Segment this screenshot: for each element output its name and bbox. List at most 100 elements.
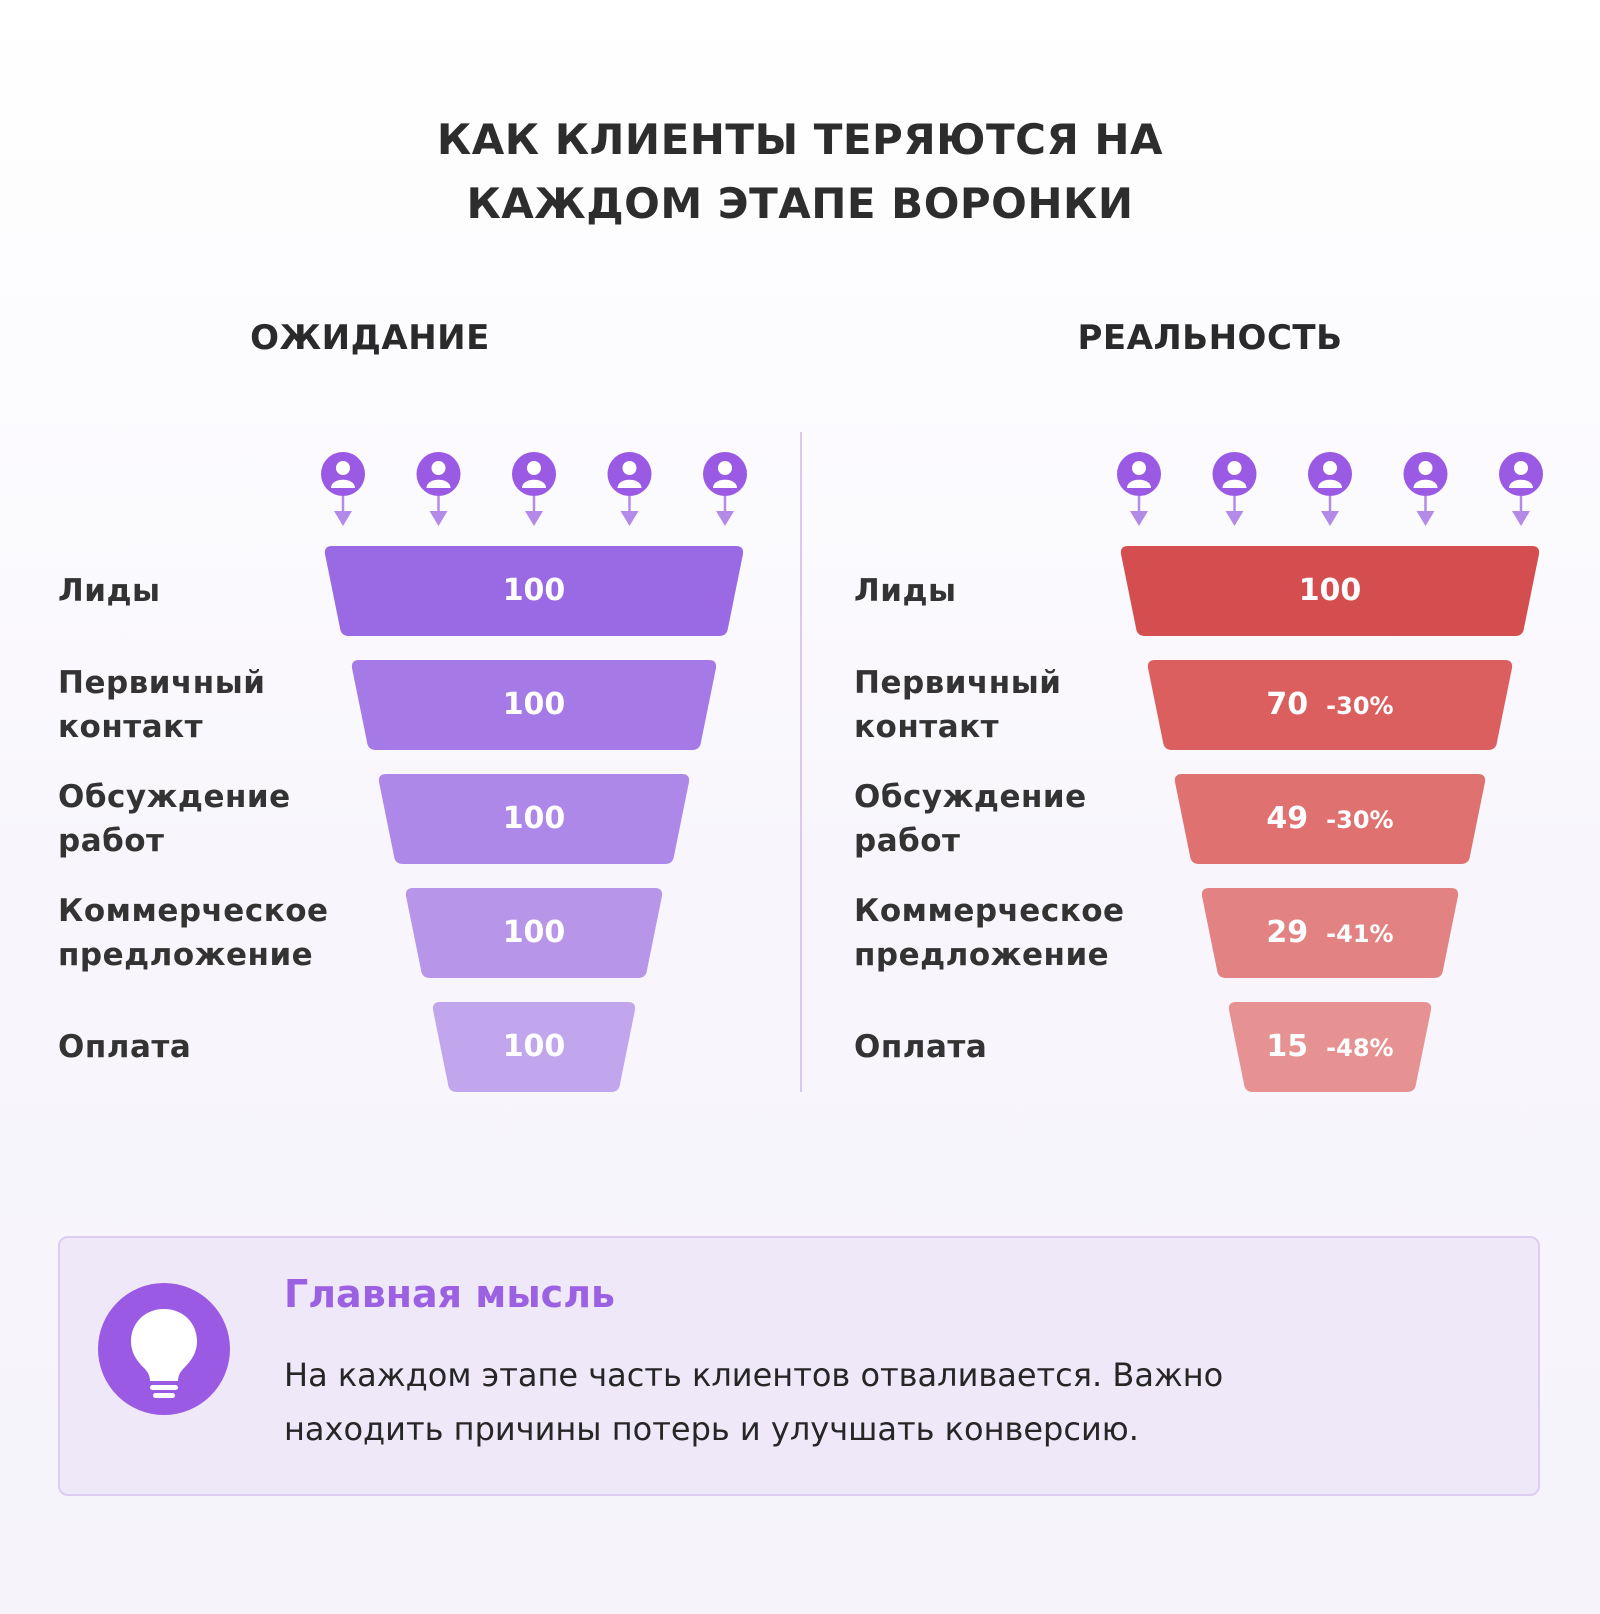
reality-stage-change: -41% bbox=[1326, 920, 1394, 948]
expectation-user-arrow-head bbox=[334, 511, 352, 526]
reality-stage-change: -30% bbox=[1326, 692, 1394, 720]
reality-funnel-bar bbox=[1201, 888, 1459, 978]
expectation-stage-label: Обсуждение работ bbox=[58, 775, 291, 863]
expectation-stage-label: Коммерческое предложение bbox=[58, 889, 329, 977]
reality-user-icon-head bbox=[1132, 461, 1146, 475]
reality-funnel-bar bbox=[1147, 660, 1513, 750]
expectation-user-icon-body bbox=[522, 479, 546, 488]
reality-user-icon-head bbox=[1323, 461, 1337, 475]
expectation-user-icon-head bbox=[527, 461, 541, 475]
reality-stage-value: 29 bbox=[1266, 915, 1309, 950]
reality-stage-label-line: Лиды bbox=[854, 573, 957, 609]
reality-funnel-bar bbox=[1228, 1002, 1432, 1092]
reality-user-icon-head bbox=[1514, 461, 1528, 475]
reality-stage-label-line: Коммерческое bbox=[854, 893, 1125, 929]
page-title-line-1: КАК КЛИЕНТЫ ТЕРЯЮТСЯ НА bbox=[436, 115, 1164, 164]
reality-user-icon-body bbox=[1127, 479, 1151, 488]
reality-stage-label: Первичный контакт bbox=[854, 661, 1061, 749]
insight-title: Главная мысль bbox=[284, 1272, 616, 1316]
expectation-user-icon-head bbox=[431, 461, 446, 475]
expectation-heading: ОЖИДАНИЕ bbox=[250, 318, 490, 358]
expectation-stage-label-line: Лиды bbox=[58, 573, 161, 609]
reality-user-arrow-head bbox=[1321, 511, 1339, 526]
reality-user-icon-body bbox=[1318, 479, 1342, 488]
page-title: КАК КЛИЕНТЫ ТЕРЯЮТСЯ НА КАЖДОМ ЭТАПЕ ВОР… bbox=[0, 108, 1600, 236]
reality-stage-label-line: предложение bbox=[854, 937, 1110, 973]
expectation-stage-label: Лиды bbox=[58, 569, 161, 613]
insight-text-line-1: На каждом этапе часть клиентов отваливае… bbox=[284, 1356, 1224, 1394]
reality-funnel-value: 15 -48% bbox=[1180, 1027, 1480, 1068]
expectation-funnel-value: 100 bbox=[384, 1027, 684, 1067]
expectation-stage-label-line: предложение bbox=[58, 937, 314, 973]
insight-text-line-2: находить причины потерь и улучшать конве… bbox=[284, 1410, 1139, 1448]
expectation-user-icon-head bbox=[336, 461, 350, 475]
reality-stage-label-line: Оплата bbox=[854, 1029, 988, 1065]
expectation-stage-label-line: контакт bbox=[58, 709, 204, 745]
expectation-user-arrow-head bbox=[429, 511, 448, 526]
reality-user-arrow-head bbox=[1130, 511, 1148, 526]
lightbulb-icon bbox=[98, 1283, 230, 1415]
reality-user-icon-body bbox=[1413, 479, 1438, 488]
expectation-user-icon-body bbox=[617, 479, 642, 488]
insight-box: Главная мысль На каждом этапе часть клие… bbox=[58, 1236, 1540, 1496]
expectation-user-icon-body bbox=[426, 479, 451, 488]
expectation-user-arrow-head bbox=[525, 511, 543, 526]
reality-stage-label-line: контакт bbox=[854, 709, 1000, 745]
expectation-stage-label-line: Обсуждение bbox=[58, 779, 291, 815]
reality-user-arrow-head bbox=[1416, 511, 1435, 526]
column-divider bbox=[800, 432, 802, 1092]
reality-stage-value: 70 bbox=[1266, 687, 1309, 722]
reality-stage-label-line: Первичный bbox=[854, 665, 1062, 701]
expectation-stage-label-line: работ bbox=[58, 823, 165, 859]
reality-user-arrow-head bbox=[1225, 511, 1244, 526]
reality-stage-value: 49 bbox=[1266, 801, 1309, 836]
expectation-funnel-bar bbox=[351, 660, 717, 750]
reality-funnel-value: 29 -41% bbox=[1180, 913, 1480, 954]
expectation-stage-value: 100 bbox=[502, 915, 566, 950]
page-title-line-2: КАЖДОМ ЭТАПЕ ВОРОНКИ bbox=[466, 179, 1134, 228]
reality-user-icon-head bbox=[1227, 461, 1242, 475]
expectation-funnel-value: 100 bbox=[384, 571, 684, 611]
reality-stage-label: Обсуждение работ bbox=[854, 775, 1087, 863]
reality-stage-label: Коммерческое предложение bbox=[854, 889, 1125, 977]
reality-funnel-value: 100 bbox=[1180, 571, 1480, 611]
insight-text: На каждом этапе часть клиентов отваливае… bbox=[284, 1348, 1464, 1456]
reality-stage-change: -30% bbox=[1326, 806, 1394, 834]
reality-user-icon-body bbox=[1509, 479, 1533, 488]
expectation-funnel-value: 100 bbox=[384, 799, 684, 839]
reality-heading: РЕАЛЬНОСТЬ bbox=[1077, 318, 1343, 358]
reality-stage-label: Оплата bbox=[854, 1025, 987, 1069]
reality-user-arrow-head bbox=[1512, 511, 1530, 526]
expectation-user-icon-head bbox=[718, 461, 732, 475]
expectation-stage-value: 100 bbox=[502, 573, 566, 608]
expectation-user-arrow-head bbox=[716, 511, 734, 526]
expectation-user-arrow-head bbox=[620, 511, 639, 526]
expectation-user-icon-body bbox=[713, 479, 737, 488]
reality-stage-value: 100 bbox=[1298, 573, 1362, 608]
reality-stage-value: 15 bbox=[1266, 1029, 1309, 1064]
expectation-user-icon-body bbox=[331, 479, 355, 488]
reality-stage-label: Лиды bbox=[854, 569, 957, 613]
expectation-funnel-bar bbox=[378, 774, 690, 864]
expectation-funnel-bar bbox=[324, 546, 744, 636]
expectation-stage-value: 100 bbox=[502, 1029, 566, 1064]
expectation-stage-label-line: Оплата bbox=[58, 1029, 192, 1065]
expectation-funnel-value: 100 bbox=[384, 685, 684, 725]
expectation-stage-value: 100 bbox=[502, 687, 566, 722]
reality-funnel-bar bbox=[1120, 546, 1540, 636]
expectation-funnel-bar bbox=[432, 1002, 636, 1092]
reality-stage-change: -48% bbox=[1326, 1034, 1394, 1062]
reality-funnel-bar bbox=[1174, 774, 1486, 864]
reality-funnel-value: 49 -30% bbox=[1180, 799, 1480, 840]
expectation-stage-label: Оплата bbox=[58, 1025, 191, 1069]
expectation-stage-value: 100 bbox=[502, 801, 566, 836]
expectation-stage-label-line: Коммерческое bbox=[58, 893, 329, 929]
reality-stage-label-line: работ bbox=[854, 823, 961, 859]
expectation-funnel-bar bbox=[405, 888, 663, 978]
reality-stage-label-line: Обсуждение bbox=[854, 779, 1087, 815]
expectation-funnel-value: 100 bbox=[384, 913, 684, 953]
reality-funnel-value: 70 -30% bbox=[1180, 685, 1480, 726]
reality-user-icon-body bbox=[1222, 479, 1247, 488]
